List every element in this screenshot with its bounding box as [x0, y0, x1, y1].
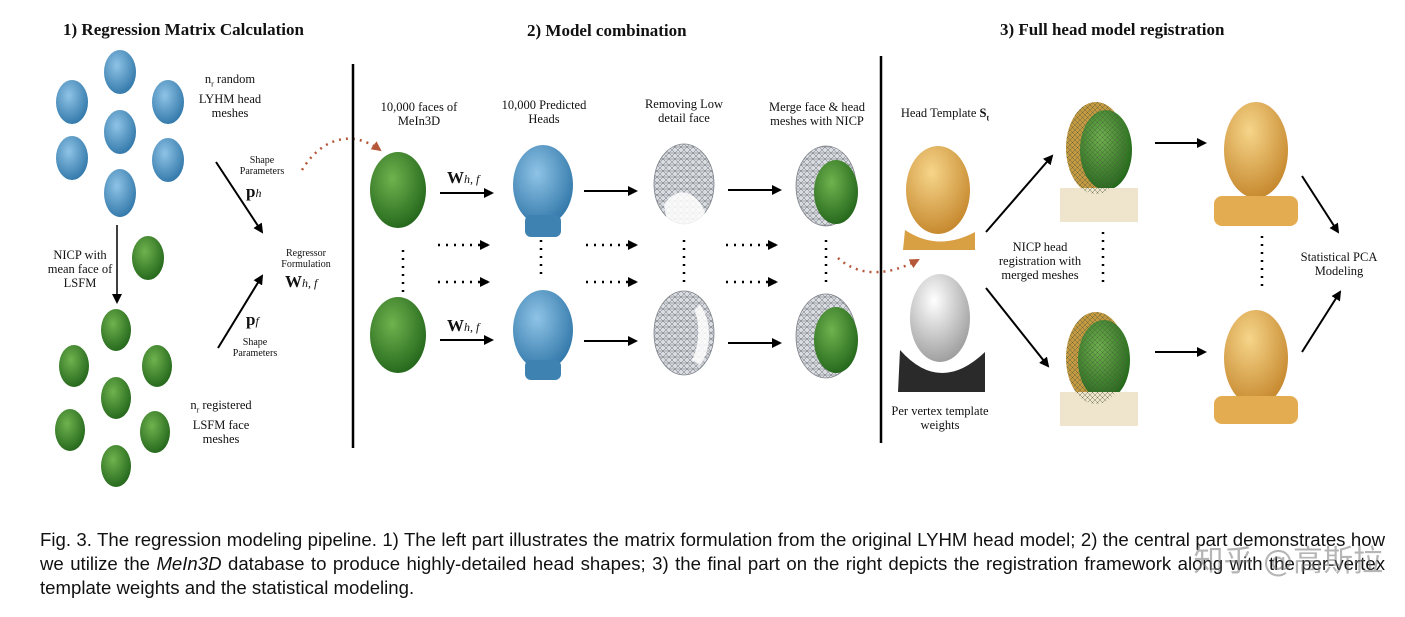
pf-symbol: pf	[246, 310, 259, 329]
blue-head-icon	[56, 136, 88, 180]
merged-head-icon	[795, 145, 858, 227]
merged-head-icon	[795, 293, 858, 379]
blue-head-icon	[104, 50, 136, 94]
w-symbol: Wh, f	[285, 272, 318, 291]
shape-params-bottom-label: Shape Parameters	[232, 337, 278, 359]
arrow-to-reg-bottom	[985, 287, 1050, 368]
gold-head-icon	[1214, 310, 1298, 424]
blue-head-icon	[513, 145, 573, 237]
random-heads-label: nr random LYHM head meshes	[198, 72, 262, 120]
ph-symbol: ph	[246, 182, 262, 201]
watermark: 知乎 @高斯拉	[1193, 544, 1383, 579]
weights-head-icon	[898, 274, 985, 392]
gold-head-icon	[1214, 102, 1298, 226]
green-face-icon	[101, 309, 131, 351]
dotted-arrow-to-meIn3D	[300, 137, 382, 171]
regressor-label: Regressor Formulation	[281, 248, 331, 270]
blue-head-icon	[56, 80, 88, 124]
col-merge-label: Merge face & head meshes with NICP	[769, 100, 865, 128]
arrow-to-reg-top	[985, 154, 1054, 233]
section-3-title: 3) Full head model registration	[1000, 20, 1225, 39]
per-vertex-label: Per vertex template weights	[891, 404, 989, 432]
lsfm-registered-faces	[55, 309, 172, 487]
green-face-icon	[101, 445, 131, 487]
registered-head-icon	[1060, 102, 1138, 222]
green-face-icon	[101, 377, 131, 419]
col-removing-label: Removing Low detail face	[644, 97, 724, 125]
registered-head-icon	[1060, 312, 1138, 426]
w-symbol-top: Wh, f	[447, 168, 480, 187]
col-predicted-label: 10,000 Predicted Heads	[501, 98, 587, 126]
registered-faces-label: nr registered LSFM face meshes	[190, 398, 252, 446]
head-template-label: Head Template St	[900, 106, 990, 123]
blue-head-icon	[104, 110, 136, 154]
dotted-arrows	[438, 240, 778, 287]
mesh-head-icon	[653, 143, 715, 226]
blue-head-icon	[104, 169, 136, 217]
shape-params-top-label: Shape Parameters	[239, 155, 285, 177]
dotted-arrow-to-template	[837, 257, 920, 274]
head-template-icon	[903, 146, 975, 250]
blue-head-icon	[152, 80, 184, 124]
arrow-to-pca-bottom	[1301, 290, 1342, 353]
shape-param-arrow-top	[215, 161, 264, 234]
green-face-icon	[370, 152, 426, 228]
blue-head-icon	[513, 290, 573, 380]
section-2-title: 2) Model combination	[527, 21, 687, 40]
shape-param-arrow-bottom	[217, 274, 264, 349]
w-symbol-bottom: Wh, f	[447, 316, 480, 335]
green-face-icon	[59, 345, 89, 387]
mesh-head-icon	[653, 290, 715, 376]
green-face-icon	[370, 297, 426, 373]
green-face-icon	[55, 409, 85, 451]
lyhm-random-heads	[56, 50, 184, 217]
blue-head-icon	[152, 138, 184, 182]
pipeline-figure	[55, 50, 1342, 487]
figure-caption: Fig. 3. The regression modeling pipeline…	[40, 529, 1385, 598]
pca-label: Statistical PCA Modeling	[1300, 250, 1378, 278]
green-face-icon	[142, 345, 172, 387]
green-face-icon	[132, 236, 164, 280]
arrow-to-pca-top	[1301, 175, 1340, 234]
nicp-registration-label: NICP head registration with merged meshe…	[998, 240, 1082, 282]
nicp-mean-face-label: NICP with mean face of LSFM	[47, 248, 113, 290]
col-meIn3D-label: 10,000 faces of MeIn3D	[380, 100, 458, 128]
green-face-icon	[140, 411, 170, 453]
section-1-title: 1) Regression Matrix Calculation	[63, 20, 304, 39]
